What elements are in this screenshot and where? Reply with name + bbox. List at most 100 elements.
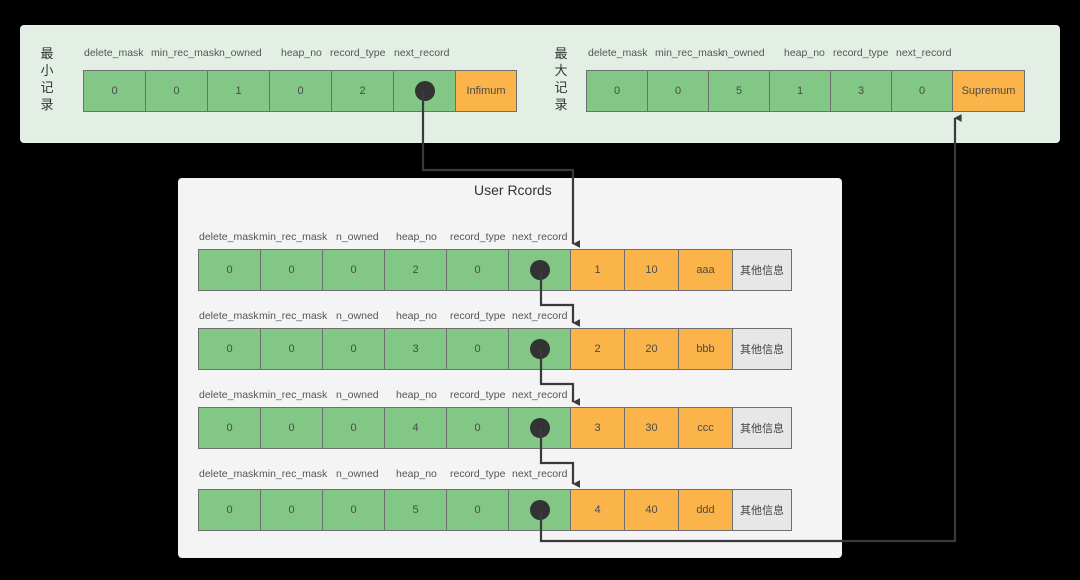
cell-record-type: 3 (830, 70, 892, 112)
header-heap-no: heap_no (281, 47, 322, 59)
label-char: 大 (554, 63, 568, 78)
max-record-row: 0 0 5 1 3 0 Supremum (586, 70, 1025, 112)
pointer-dot-icon (529, 260, 550, 280)
cell-heap-no: 0 (269, 70, 332, 112)
cell-data-col2: 30 (624, 407, 679, 449)
cell-record-type: 0 (446, 249, 509, 291)
header-heap-no: heap_no (396, 231, 437, 243)
header-heap-no: heap_no (396, 310, 437, 322)
min-record-row: 0 0 1 0 2 Infimum (83, 70, 517, 112)
cell-record-type: 0 (446, 328, 509, 370)
cell-n-owned: 0 (322, 489, 385, 531)
cell-min-rec-mask: 0 (260, 407, 323, 449)
header-delete-mask: delete_mask (199, 310, 259, 322)
cell-data-col1: 3 (570, 407, 625, 449)
header-record-type: record_type (450, 468, 506, 480)
cell-heap-no: 5 (384, 489, 447, 531)
cell-extra-info: 其他信息 (732, 249, 792, 291)
label-char: 记 (554, 80, 568, 95)
cell-extra-info: 其他信息 (732, 489, 792, 531)
pointer-dot-icon (529, 339, 550, 359)
cell-delete-mask: 0 (198, 328, 261, 370)
cell-data-col2: 40 (624, 489, 679, 531)
cell-n-owned: 0 (322, 328, 385, 370)
user-record-row: 0 0 0 4 0 3 30 ccc 其他信息 (198, 407, 792, 449)
min-record-side-label: 最 小 记 录 (36, 45, 58, 113)
header-record-type: record_type (450, 310, 506, 322)
cell-data-col3: aaa (678, 249, 733, 291)
cell-n-owned: 1 (207, 70, 270, 112)
cell-data-col1: 4 (570, 489, 625, 531)
cell-delete-mask: 0 (198, 489, 261, 531)
header-delete-mask: delete_mask (588, 47, 648, 59)
header-n-owned: n_owned (336, 468, 379, 480)
cell-data-col3: bbb (678, 328, 733, 370)
label-char: 记 (40, 80, 54, 95)
cell-extra-info: 其他信息 (732, 328, 792, 370)
header-n-owned: n_owned (722, 47, 765, 59)
cell-infimum-tag: Infimum (455, 70, 517, 112)
cell-min-rec-mask: 0 (260, 489, 323, 531)
cell-delete-mask: 0 (198, 249, 261, 291)
header-n-owned: n_owned (336, 310, 379, 322)
cell-next-record-pointer (508, 407, 571, 449)
header-next-record: next_record (394, 47, 450, 59)
cell-extra-info: 其他信息 (732, 407, 792, 449)
cell-data-col1: 2 (570, 328, 625, 370)
header-delete-mask: delete_mask (199, 389, 259, 401)
user-records-title: User Rcords (474, 182, 552, 198)
header-next-record: next_record (512, 468, 568, 480)
cell-heap-no: 3 (384, 328, 447, 370)
header-delete-mask: delete_mask (84, 47, 144, 59)
header-record-type: record_type (450, 389, 506, 401)
header-record-type: record_type (450, 231, 506, 243)
cell-record-type: 2 (331, 70, 394, 112)
header-heap-no: heap_no (396, 389, 437, 401)
label-char: 小 (40, 63, 54, 78)
user-record-row: 0 0 0 3 0 2 20 bbb 其他信息 (198, 328, 792, 370)
cell-min-rec-mask: 0 (260, 249, 323, 291)
label-char: 最 (40, 46, 54, 61)
header-heap-no: heap_no (396, 468, 437, 480)
header-next-record: next_record (896, 47, 952, 59)
header-record-type: record_type (330, 47, 386, 59)
header-delete-mask: delete_mask (199, 468, 259, 480)
cell-data-col2: 10 (624, 249, 679, 291)
cell-data-col1: 1 (570, 249, 625, 291)
cell-record-type: 0 (446, 489, 509, 531)
header-min-rec-mask: min_rec_mask (259, 468, 328, 480)
cell-heap-no: 4 (384, 407, 447, 449)
cell-min-rec-mask: 0 (260, 328, 323, 370)
header-min-rec-mask: min_rec_mask (151, 47, 220, 59)
cell-next-record-pointer (508, 489, 571, 531)
cell-data-col3: ddd (678, 489, 733, 531)
header-heap-no: heap_no (784, 47, 825, 59)
header-n-owned: n_owned (336, 231, 379, 243)
header-delete-mask: delete_mask (199, 231, 259, 243)
label-char: 录 (40, 97, 54, 112)
user-record-row: 0 0 0 5 0 4 40 ddd 其他信息 (198, 489, 792, 531)
cell-next-record: 0 (891, 70, 953, 112)
cell-next-record-pointer (508, 249, 571, 291)
cell-delete-mask: 0 (83, 70, 146, 112)
header-min-rec-mask: min_rec_mask (259, 389, 328, 401)
cell-next-record-pointer (508, 328, 571, 370)
cell-delete-mask: 0 (198, 407, 261, 449)
cell-data-col3: ccc (678, 407, 733, 449)
cell-data-col2: 20 (624, 328, 679, 370)
cell-delete-mask: 0 (586, 70, 648, 112)
cell-n-owned: 0 (322, 407, 385, 449)
pointer-dot-icon (529, 500, 550, 520)
label-char: 录 (554, 97, 568, 112)
cell-heap-no: 1 (769, 70, 831, 112)
header-record-type: record_type (833, 47, 889, 59)
cell-supremum-tag: Supremum (952, 70, 1025, 112)
cell-min-rec-mask: 0 (145, 70, 208, 112)
pointer-dot-icon (414, 81, 435, 101)
max-record-side-label: 最 大 记 录 (550, 45, 572, 113)
header-n-owned: n_owned (219, 47, 262, 59)
pointer-dot-icon (529, 418, 550, 438)
cell-record-type: 0 (446, 407, 509, 449)
cell-min-rec-mask: 0 (647, 70, 709, 112)
